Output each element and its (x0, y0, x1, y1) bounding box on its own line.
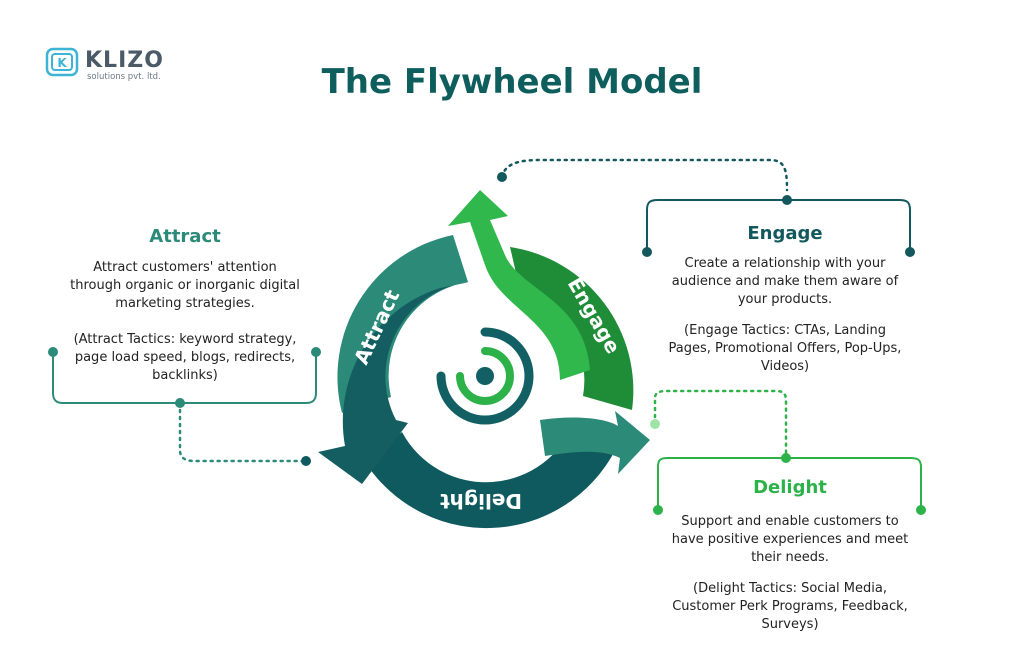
arc-label-delight: Delight (440, 489, 522, 513)
delight-description: Support and enable customers to have pos… (671, 514, 909, 565)
logo-mark-letter: K (57, 56, 67, 70)
attract-arrow (318, 282, 470, 484)
engage-heading: Engage (747, 223, 823, 244)
engage-tactics: (Engage Tactics: CTAs, Landing Pages, Pr… (668, 323, 902, 374)
engage-arrow (448, 190, 590, 380)
attract-description: Attract customers' attention through org… (70, 260, 300, 311)
klizo-logo: K KLIZO solutions pvt. ltd. (45, 46, 180, 86)
logo-brand-name: KLIZO (85, 48, 164, 73)
delight-arrow (540, 411, 650, 474)
center-dot (476, 367, 494, 385)
delight-connector (650, 389, 926, 515)
attract-tactics: (Attract Tactics: keyword strategy, page… (73, 332, 297, 383)
attract-heading: Attract (149, 226, 221, 247)
engage-connector (497, 158, 915, 257)
attract-connector (48, 347, 321, 466)
center-outer-ring (436, 327, 534, 425)
page-title: The Flywheel Model (321, 62, 703, 102)
delight-tactics: (Delight Tactics: Social Media, Customer… (672, 581, 908, 632)
engage-description: Create a relationship with your audience… (671, 256, 899, 307)
logo-subtitle: solutions pvt. ltd. (87, 72, 161, 82)
delight-arc (365, 420, 620, 529)
delight-heading: Delight (753, 477, 827, 498)
klizo-logo-icon: K (45, 47, 79, 77)
center-middle-ring (456, 347, 514, 405)
